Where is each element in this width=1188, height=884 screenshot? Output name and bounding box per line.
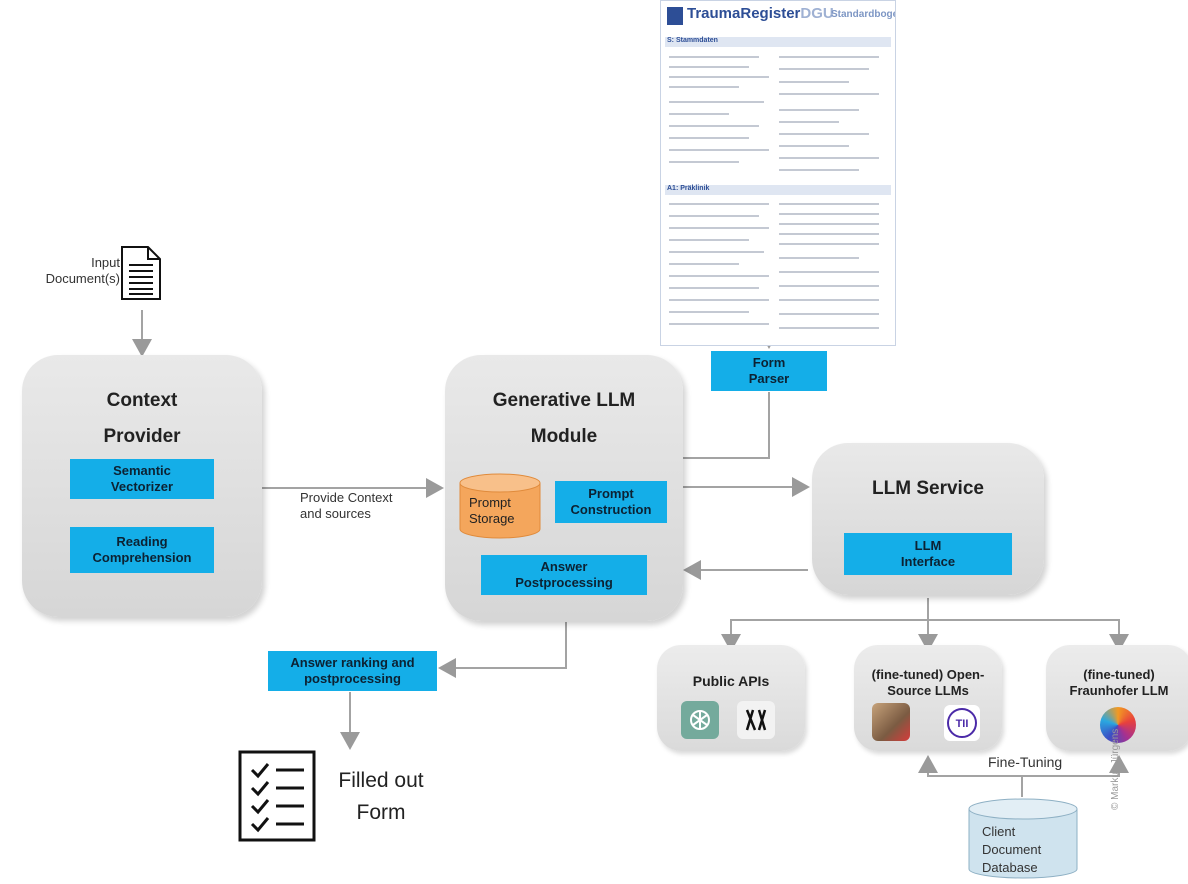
- form-section-2: A1: Präklinik: [667, 185, 710, 192]
- fraunhofer-title: (fine-tuned) Fraunhofer LLM: [1069, 667, 1169, 698]
- reading-comprehension-box: Reading Comprehension: [70, 527, 214, 573]
- document-icon: [120, 245, 162, 301]
- context-provider-title: Context Provider: [103, 390, 181, 447]
- trauma-register-form-image: TraumaRegisterDGU Standardbogen S: Stamm…: [660, 0, 896, 346]
- answer-postprocessing-box: Answer Postprocessing: [481, 555, 647, 595]
- form-section-1: S: Stammdaten: [667, 37, 718, 44]
- openai-logo-icon: [681, 701, 719, 739]
- svg-text:TII: TII: [956, 718, 969, 730]
- semantic-vectorizer-box: Semantic Vectorizer: [70, 459, 214, 499]
- checklist-icon: [238, 750, 316, 842]
- fraunhofer-llm-box: (fine-tuned) Fraunhofer LLM: [1046, 645, 1188, 751]
- answer-ranking-box: Answer ranking and postprocessing: [268, 651, 437, 691]
- arrow-finetune-fraunhofer: [1022, 755, 1129, 777]
- llm-service-module: LLM Service LLM Interface: [812, 443, 1044, 595]
- tii-logo-icon: TII: [944, 705, 980, 741]
- input-document-label: Input Document(s): [45, 255, 120, 286]
- public-apis-title: Public APIs: [692, 673, 770, 689]
- open-source-llms-box: (fine-tuned) Open-Source LLMs TII: [854, 645, 1002, 751]
- form-brand: TraumaRegisterDGU: [687, 5, 834, 22]
- filled-out-form-label: Filled out Form: [338, 769, 424, 824]
- llama-logo-icon: [872, 703, 910, 741]
- llm-service-title: LLM Service: [872, 478, 984, 499]
- provide-context-label: Provide Context and sources: [300, 490, 393, 521]
- llm-module-title: Generative LLM Module: [492, 390, 636, 447]
- generative-llm-module: Generative LLM Module Prompt Storage Pro…: [445, 355, 683, 621]
- llm-interface-box: LLM Interface: [844, 533, 1012, 575]
- open-source-title: (fine-tuned) Open-Source LLMs: [871, 667, 985, 698]
- client-db-label: Client Document Database: [982, 824, 1042, 875]
- prompt-storage-label: Prompt Storage: [469, 495, 515, 526]
- arrow-llm-to-ranking: [438, 622, 567, 678]
- fraunhofer-logo-icon: [1100, 707, 1136, 743]
- prompt-construction-box: Prompt Construction: [555, 481, 667, 523]
- anthropic-logo-icon: [737, 701, 775, 739]
- form-parser-box: Form Parser: [711, 351, 827, 391]
- form-subtitle: Standardbogen: [831, 9, 895, 20]
- credit-text: © Markus Jürgens: [1110, 728, 1121, 810]
- prompt-storage-db: Prompt Storage: [459, 473, 541, 539]
- context-provider-module: Context Provider Semantic Vectorizer Rea…: [22, 355, 262, 617]
- fine-tuning-label: Fine-Tuning: [988, 754, 1063, 770]
- client-document-database: Client Document Database: [968, 797, 1078, 879]
- arrow-finetune-opensource: [918, 755, 1023, 797]
- form-logo-icon: [667, 7, 683, 25]
- public-apis-box: Public APIs: [657, 645, 805, 751]
